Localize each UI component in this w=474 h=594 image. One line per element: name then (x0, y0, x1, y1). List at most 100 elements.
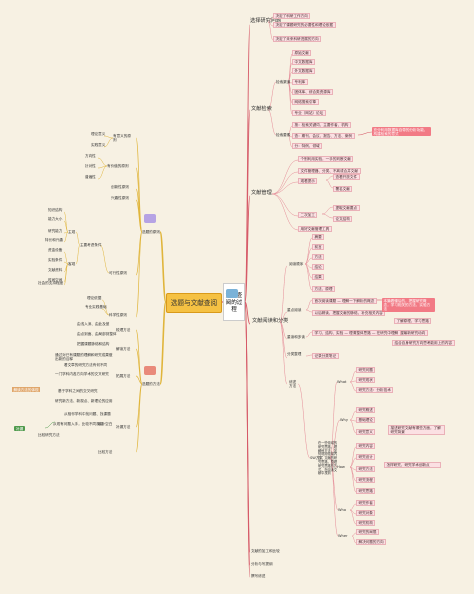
how-label: How (337, 465, 345, 469)
connector (304, 263, 313, 291)
principle-innovative: 有价值的原则 (107, 164, 129, 168)
m2-item-1: 通过对已有课题的理解和研究成果做出新的诠释 (55, 353, 113, 362)
keyword-3: 分：特例、领域 (292, 143, 323, 150)
connector (267, 81, 277, 111)
principle-creative: 创新性原则 (111, 185, 129, 189)
manage-item-1: 个别利用实验，一手的判断文献 (298, 156, 354, 163)
m5-item-1: 比较研究方法 (38, 433, 60, 437)
branch-lit-manage[interactable]: 文献管理 (251, 190, 272, 196)
connector (101, 299, 110, 316)
how-3: 研究方法 (356, 466, 376, 473)
m4-note: 填补空白 (98, 422, 113, 426)
branch-lit-process[interactable]: 文献的加工和比较 (251, 549, 280, 553)
read-classify-item: 记录分类笔记 (312, 353, 339, 360)
lit-search-sources-label: 检索渠道 (276, 80, 291, 84)
connector (267, 21, 274, 41)
connector (349, 370, 357, 383)
connector (135, 199, 143, 233)
connector (279, 265, 288, 323)
source-6: 网络搜索引擎 (292, 99, 319, 106)
where-1: 研究的局限 (356, 529, 379, 536)
source-2: 中文数据库 (292, 59, 315, 66)
side-green-tag: 补漏 (14, 426, 26, 432)
read-intensive-2: 结合自身研究方向思考能用上的内容 (392, 340, 455, 347)
connector (305, 299, 313, 311)
meaningful-1: 理论意义 (91, 132, 106, 136)
connector (63, 220, 69, 233)
select-topic-item-2: 决定了课题研究的必要性和理论依据 (273, 22, 336, 29)
connector (287, 81, 293, 115)
connector (271, 159, 299, 195)
method-2: 解读方法 (116, 347, 131, 351)
connector (75, 244, 81, 265)
connector (349, 419, 357, 434)
read-focus: 重点阅读 (287, 308, 302, 312)
connector (305, 354, 313, 357)
connector (329, 381, 338, 459)
read-basic-4: 结论 (312, 264, 325, 271)
connector (349, 457, 357, 468)
connector (349, 509, 357, 525)
branch-lit-analysis[interactable]: 分析与写提纲 (251, 562, 273, 566)
sub-a-4: 特长和兴趣 (45, 238, 63, 242)
connector (321, 213, 334, 219)
secondary-item-1: 提取文献要点 (333, 205, 360, 212)
connector (271, 193, 299, 231)
method-1: 梳理方法 (116, 328, 131, 332)
how-note: 怎样研究，研究学术创新点 (384, 462, 441, 469)
connector (75, 231, 81, 246)
scientific-2: 专业实践基础 (85, 305, 107, 309)
branch-lit-write[interactable]: 撰写综述 (251, 574, 266, 578)
manage-item-4: 查看开放文件 (333, 174, 360, 181)
branch-lit-search[interactable]: 文献检索 (251, 106, 272, 112)
connector (63, 231, 69, 243)
why-3: 研究意义 (356, 429, 376, 436)
who-label: Who (338, 508, 347, 512)
sub-a-3: 研究能力 (48, 229, 63, 233)
secondary-item-2: 论文结构 (333, 216, 353, 223)
m1-item-2: 由点到面、由局部到整体 (77, 332, 117, 336)
connector (267, 109, 277, 136)
lit-search-keywords-label: 检索要素 (276, 133, 291, 137)
connector (97, 165, 108, 180)
m1-item-1: 由浅入深、由此及彼 (77, 322, 110, 326)
connector (325, 179, 334, 189)
m4-item-1: 从相邻学科中找问题、找课题 (64, 412, 111, 416)
read-basic-5: 结果 (312, 274, 325, 281)
keyword-1: 按：检索关键词、主要作者、机构 (292, 122, 351, 129)
connector (304, 237, 313, 265)
branch-principles[interactable]: 选题的原则 (142, 230, 160, 234)
connector (349, 466, 357, 493)
connector (244, 195, 251, 303)
read-basic-1: 摘要 (312, 234, 325, 241)
read-basic: 阅读顺序 (289, 262, 304, 266)
how-1: 研究内容 (356, 443, 376, 450)
what-1: 研究问题 (356, 367, 376, 374)
connector (287, 71, 293, 83)
branch-lit-read[interactable]: 文献阅读和分类 (252, 318, 289, 324)
bulb-icon (144, 214, 156, 223)
connector (271, 171, 299, 195)
connector (329, 419, 341, 459)
select-topic-item-1: 决定了科研工作方向 (273, 13, 311, 20)
connector (305, 331, 313, 338)
manage-item-3: 观看提示 (298, 178, 318, 185)
what-3: 研究方法：分析技术 (356, 387, 394, 394)
side-label: 解读方法的体现 (12, 387, 41, 393)
sub-b-5: 社会的支持程度 (38, 281, 64, 285)
connector (325, 175, 334, 181)
connector (349, 381, 357, 392)
manage-secondary: 二次加工 (298, 212, 318, 219)
why-note: 描述研究文献有哪些方面，了解研究背景 (388, 425, 445, 436)
branch-methods[interactable]: 选题的方法 (142, 382, 160, 386)
innovative-1: 方向性 (85, 154, 96, 158)
central-topic[interactable]: 选题与文献查阅 (166, 293, 222, 313)
connector (135, 329, 143, 385)
source-5: 团体库、综合类资源库 (292, 89, 333, 96)
branch-select-topic[interactable]: 选择研究问题 (250, 18, 282, 24)
sub-a-1: 知识结构 (48, 208, 63, 212)
connector (244, 301, 251, 325)
innovative-3: 普遍性 (85, 175, 96, 179)
connector (135, 375, 143, 385)
connector (297, 383, 311, 459)
